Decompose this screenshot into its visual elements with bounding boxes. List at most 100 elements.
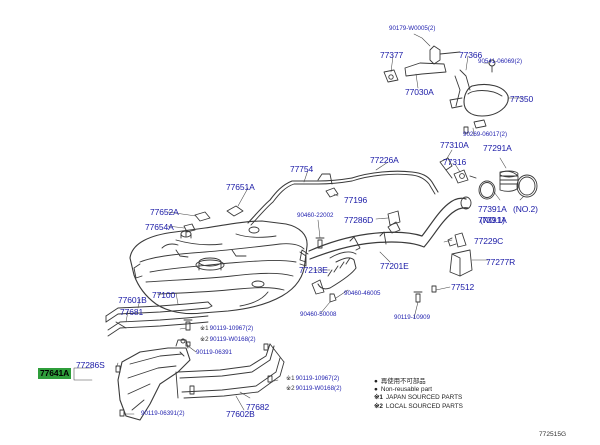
part-number-text: 77366	[459, 50, 483, 60]
part-label[interactable]: 90119-06391	[196, 349, 233, 356]
part-label[interactable]: 77350	[510, 95, 533, 104]
breather-tube-drawing	[247, 173, 353, 226]
part-number-text: 77377	[380, 50, 404, 60]
part-number-text: 77100	[152, 290, 176, 300]
part-number-text: 77682	[246, 402, 270, 412]
part-number-text: 90460-50008	[300, 311, 337, 318]
part-label[interactable]: 90119-10909	[394, 314, 430, 321]
part-label[interactable]: 77654A	[145, 223, 174, 232]
filler-neck-drawing	[439, 157, 477, 184]
part-label[interactable]: 77196	[344, 196, 367, 205]
part-label[interactable]: 77030A	[405, 88, 434, 97]
part-label[interactable]: 77213E	[299, 266, 328, 275]
part-number-text: 77286D	[344, 215, 374, 225]
part-number-text: 77291A	[483, 143, 512, 153]
hose-drawing	[311, 251, 357, 295]
part-label[interactable]: 77602B	[226, 410, 255, 419]
part-number-text: 77196	[344, 195, 368, 205]
part-number-text: 77754	[290, 164, 314, 174]
source-marker: ※1	[200, 325, 209, 332]
part-number-text: 77654A	[145, 222, 174, 232]
part-label[interactable]: 90269-06017(2)	[463, 131, 508, 138]
protector-drawing	[449, 249, 473, 277]
part-number-text: 90119-W0168(2)	[209, 336, 256, 343]
part-label[interactable]: 77291A	[483, 144, 512, 153]
part-label[interactable]: 77366	[459, 51, 482, 60]
part-label[interactable]: 77286D	[344, 216, 373, 225]
source-marker: ※2	[200, 336, 209, 343]
part-number-text: 77229C	[474, 236, 504, 246]
filler-pipe-drawing	[299, 196, 472, 263]
part-label-highlighted[interactable]: 77641A	[38, 368, 72, 379]
leader-lines	[73, 33, 525, 415]
vent-tube-drawing	[351, 170, 439, 195]
part-label[interactable]: 77229C	[474, 237, 503, 246]
part-label[interactable]: 77286S	[76, 361, 105, 370]
filler-connectors-drawing	[387, 210, 467, 248]
part-number-text: 90119-06391(2)	[141, 410, 185, 417]
part-label[interactable]: 90541-06069(2)	[478, 58, 523, 65]
shield-pieces-drawing	[183, 205, 244, 237]
part-label[interactable]: ※290119-W0168(2)	[286, 385, 342, 392]
part-number-text: 90179-W0005(2)	[389, 25, 436, 32]
part-number-text: 77286S	[76, 360, 105, 370]
part-label[interactable]: 77277R	[486, 258, 515, 267]
part-label[interactable]: ※190119-10967(2)	[200, 325, 254, 332]
part-label[interactable]: 77754	[290, 165, 313, 174]
tank-straps-drawing	[105, 301, 285, 399]
part-number-text: 90119-10967(2)	[209, 325, 254, 332]
part-number-text: 77651A	[226, 182, 255, 192]
part-label[interactable]: (NO.2)	[513, 205, 538, 214]
part-number-text: 90541-06069(2)	[478, 58, 523, 65]
part-number-text: 90119-06391	[196, 349, 233, 356]
part-label[interactable]: 77681	[120, 308, 143, 317]
fuel-tank-drawing	[129, 220, 308, 315]
part-label[interactable]: 77601B	[118, 296, 147, 305]
part-number-text: 77277R	[486, 257, 516, 267]
part-number-text: 90460-22002	[297, 212, 334, 219]
part-label[interactable]: 90119-06391(2)	[141, 410, 185, 417]
part-label[interactable]: 77226A	[370, 156, 399, 165]
part-label[interactable]: 77310A	[440, 141, 469, 150]
part-label[interactable]: 90460-46005	[344, 290, 380, 297]
part-label[interactable]: ※190119-10967(2)	[286, 375, 339, 382]
part-number-text: (NO.2)	[513, 204, 538, 214]
part-number-text: 77512	[451, 282, 475, 292]
part-label[interactable]: 90179-W0005(2)	[389, 25, 436, 32]
part-label[interactable]: ※290119-W0168(2)	[200, 336, 256, 343]
part-label[interactable]: 77391A	[478, 216, 507, 225]
part-label[interactable]: (NO.1)	[480, 216, 505, 225]
part-number-text: 77226A	[370, 155, 399, 165]
part-label[interactable]: 77512	[451, 283, 474, 292]
part-number-text: 77601B	[118, 295, 147, 305]
part-number-text: 90119-W0168(2)	[295, 385, 342, 392]
part-label[interactable]: 77652A	[150, 208, 179, 217]
part-number-text: 77602B	[226, 409, 255, 419]
part-number-text: 77652A	[150, 207, 179, 217]
part-number-text: 77350	[510, 94, 534, 104]
part-number-text: 77030A	[405, 87, 434, 97]
part-label[interactable]: 90460-50008	[300, 311, 337, 318]
part-label[interactable]: 90460-22002	[297, 212, 334, 219]
source-marker: ※1	[286, 375, 295, 382]
rings-drawing	[478, 170, 538, 200]
part-label[interactable]: 77391A	[478, 205, 507, 214]
part-label[interactable]: 77201E	[380, 262, 409, 271]
part-number-text: 77316	[443, 157, 467, 167]
part-label[interactable]: 77100	[152, 291, 175, 300]
part-label[interactable]: 77651A	[226, 183, 255, 192]
part-label[interactable]: 77682	[246, 403, 269, 412]
source-marker: ※2	[286, 385, 295, 392]
part-number-text: 77391A	[478, 204, 507, 214]
part-number-text: 77391A	[478, 215, 507, 225]
part-number-text: 77641A	[40, 368, 70, 378]
part-number-text: 77310A	[440, 140, 469, 150]
part-label[interactable]: 77316	[443, 158, 466, 167]
part-label[interactable]: 77377	[380, 51, 403, 60]
part-number-text: 90269-06017(2)	[463, 131, 508, 138]
